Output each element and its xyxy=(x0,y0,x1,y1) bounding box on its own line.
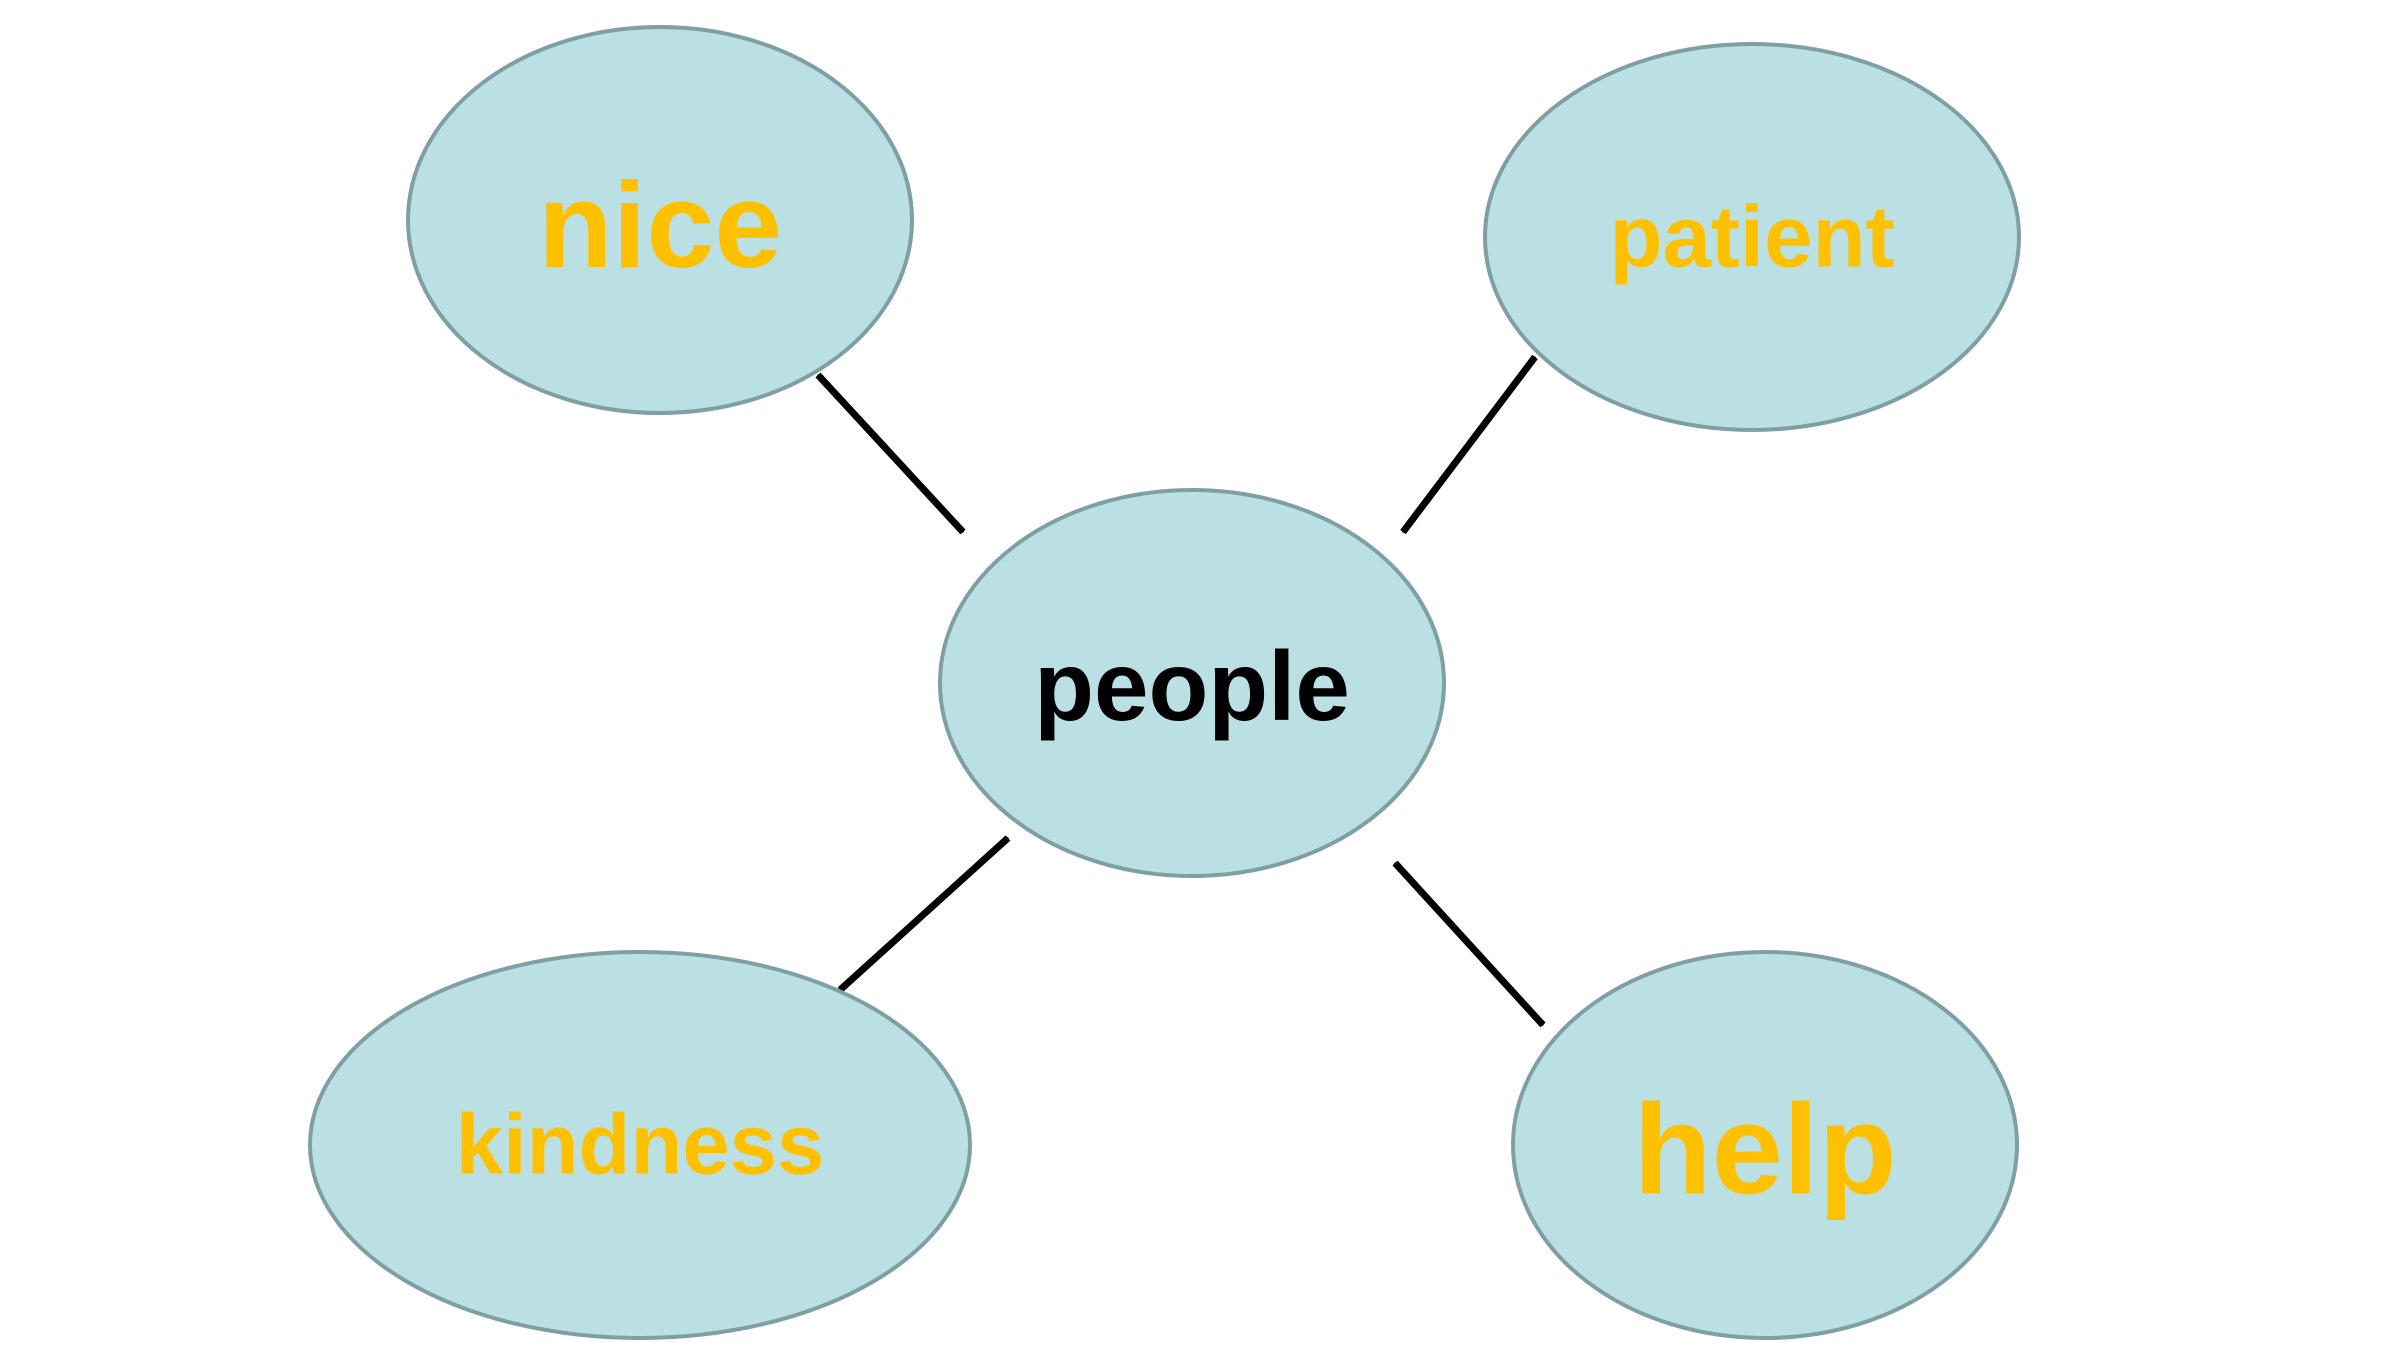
node-nice: nice xyxy=(406,25,914,415)
node-people-ellipse xyxy=(938,488,1446,878)
node-nice-ellipse xyxy=(406,25,914,415)
node-help-label: help xyxy=(1633,1079,1896,1222)
node-help-ellipse xyxy=(1511,950,2019,1340)
node-patient-ellipse xyxy=(1483,42,2021,432)
arrow-people-help xyxy=(1392,860,1546,1028)
node-nice-label: nice xyxy=(538,157,782,293)
node-patient-label: patient xyxy=(1609,189,1894,286)
node-kindness: kindness xyxy=(308,950,972,1340)
node-help: help xyxy=(1511,950,2019,1340)
node-kindness-label: kindness xyxy=(456,1098,824,1193)
node-kindness-ellipse xyxy=(308,950,972,1340)
arrow-people-nice xyxy=(815,372,966,535)
arrow-people-kindness xyxy=(837,835,1011,993)
node-people: people xyxy=(938,488,1446,878)
edges xyxy=(815,354,1546,1028)
arrow-people-patient xyxy=(1400,354,1538,535)
node-people-label: people xyxy=(1034,631,1350,741)
node-patient: patient xyxy=(1483,42,2021,432)
